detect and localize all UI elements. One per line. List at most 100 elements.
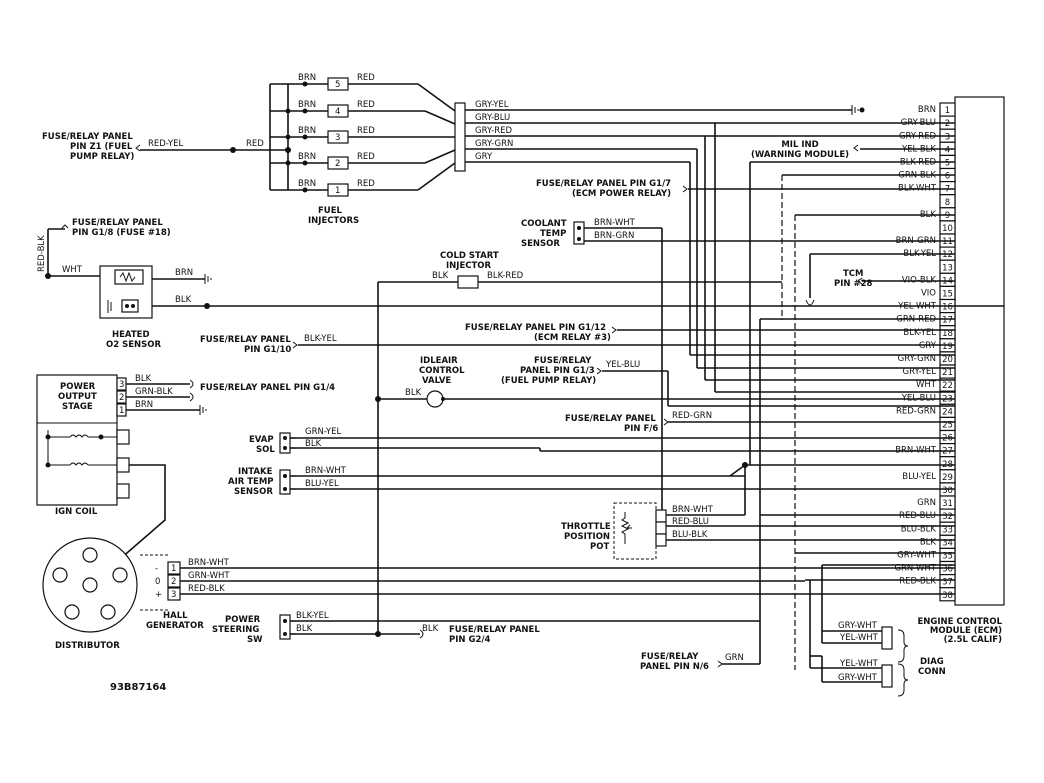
red-wire-label: RED	[246, 139, 264, 149]
tps-blu-blk: BLU-BLK	[672, 530, 708, 540]
ecm-pin-number: 30	[942, 486, 953, 496]
ecm-pin-wire: GRY	[919, 341, 937, 351]
intake-3: SENSOR	[234, 487, 273, 497]
inj4-red: RED	[357, 100, 375, 110]
power-steering: POWER STEERING SW BLK-YEL BLK BLK FUSE/R…	[212, 611, 540, 645]
ign-coil-label: IGN COIL	[55, 507, 98, 517]
ecm-pin-number: 38	[942, 591, 953, 601]
inj-conn-gry-red: GRY-RED	[475, 126, 512, 136]
injector-3: 3	[335, 133, 340, 143]
fuse-z1-label-3: PUMP RELAY)	[70, 152, 134, 162]
fuse-g112-2: (ECM RELAY #3)	[534, 333, 611, 343]
fuse-n6-2: PANEL PIN N/6	[640, 662, 709, 672]
pos-brn: BRN	[135, 400, 153, 410]
fuse-z1-label-1: FUSE/RELAY PANEL	[42, 132, 133, 142]
ps-blk-yel: BLK-YEL	[296, 611, 329, 621]
fuse-z1-label-2: PIN Z1 (FUEL	[70, 142, 133, 152]
coolant-3: SENSOR	[521, 239, 560, 249]
ecm-pin-number: 12	[942, 250, 953, 260]
throttle-1: THROTTLE	[561, 522, 611, 532]
ecm-pin-number: 17	[942, 316, 953, 326]
ecm-pin-wire: BLU-YEL	[902, 472, 936, 482]
pos-1: POWER	[60, 382, 96, 392]
ecm-pin-wire: BLK	[920, 537, 937, 547]
intake-sensor	[279, 469, 291, 495]
ps-1: POWER	[225, 615, 261, 625]
pos-pin-3: 3	[119, 380, 124, 390]
ecm-pin-number: 32	[942, 512, 953, 522]
ecm-title-3: (2.5L CALIF)	[944, 635, 1003, 645]
fuel-injectors: FUSE/RELAY PANEL PIN Z1 (FUEL PUMP RELAY…	[42, 73, 852, 226]
fuse-n6-wire: GRN	[725, 653, 744, 663]
inj4-brn: BRN	[298, 100, 316, 110]
ecm-pin-number: 35	[942, 552, 953, 562]
hall-sign-zero: 0	[155, 577, 160, 587]
fuse-g14: FUSE/RELAY PANEL PIN G1/4	[200, 383, 335, 393]
tps-red-blu: RED-BLU	[672, 517, 709, 527]
hall-pin-2: 2	[171, 577, 176, 587]
diag-gry-wht-1: GRY-WHT	[838, 621, 878, 631]
ecm-pin-number: 5	[945, 159, 950, 169]
evap-grn-yel: GRN-YEL	[305, 427, 341, 437]
cold-start-injector	[457, 275, 479, 289]
hall-red-blk: RED-BLK	[188, 584, 225, 594]
intake-brn-wht: BRN-WHT	[305, 466, 347, 476]
ecm-pin-number: 15	[942, 290, 953, 300]
inj-conn-gry-grn: GRY-GRN	[475, 139, 513, 149]
diag-conn-top	[881, 626, 893, 650]
ecm-pin-number: 3	[945, 132, 950, 142]
distributor-hall: DISTRIBUTOR 1 2 3 - 0 + BRN-WHT GRN-WHT …	[42, 537, 230, 651]
fuse-g13-3: (FUEL PUMP RELAY)	[501, 376, 596, 386]
inj1-red: RED	[357, 179, 375, 189]
ecm-pin-number: 19	[942, 342, 953, 352]
diag-conn-1: DIAG	[920, 657, 944, 667]
ecm-pin-number: 10	[942, 224, 953, 234]
ecm-pin-number: 37	[942, 578, 953, 588]
hall-pin-3: 3	[171, 590, 176, 600]
idle-air-1: IDLEAIR	[420, 356, 458, 366]
idle-air-2: CONTROL	[419, 366, 465, 376]
ecm-pin-number: 25	[942, 421, 953, 431]
red-blk-vertical: RED-BLK	[37, 235, 47, 272]
throttle-pot	[613, 502, 657, 560]
mil-ind-1: MIL IND	[781, 140, 818, 150]
injector-1: 1	[335, 186, 340, 196]
inj2-brn: BRN	[298, 152, 316, 162]
fuel-injectors-1: FUEL	[318, 206, 343, 216]
fuse-g17-2: (ECM POWER RELAY)	[572, 189, 671, 199]
fuse-g110-2: PIN G1/10	[244, 345, 291, 355]
fuse-g24-wire: BLK	[422, 624, 439, 634]
fuse-f6-2: PIN F/6	[624, 424, 658, 434]
ecm-pin-number: 1	[945, 106, 950, 116]
ecm-pin-wire: BLK-YEL	[903, 328, 936, 338]
diag-yel-wht-2: YEL-WHT	[839, 659, 879, 669]
evap-1: EVAP	[249, 435, 274, 445]
power-output-stage	[36, 374, 118, 506]
fuse-g112-1: FUSE/RELAY PANEL PIN G1/12	[465, 323, 606, 333]
fuse-g110-1: FUSE/RELAY PANEL	[200, 335, 291, 345]
diag-yel-wht-1: YEL-WHT	[839, 633, 879, 643]
ecm-pin-wire: GRY-WHT	[897, 551, 937, 561]
injector-4: 4	[335, 107, 340, 117]
coolant-2: TEMP	[540, 229, 566, 239]
ecm-pin-number: 11	[942, 237, 953, 247]
ecm-pin-number: 4	[945, 145, 950, 155]
fuse-g110-wire: BLK-YEL	[304, 334, 337, 344]
inj3-brn: BRN	[298, 126, 316, 136]
pos-pin-1: 1	[119, 406, 124, 416]
injector-connector	[454, 102, 466, 172]
hall-pin-1: 1	[171, 564, 176, 574]
injector-5: 5	[335, 80, 340, 90]
ecm-pin-number: 6	[945, 172, 950, 182]
ecm-title-1: ENGINE CONTROL	[917, 617, 1002, 627]
coolant-connector	[573, 221, 585, 245]
hall-grn-wht: GRN-WHT	[188, 571, 230, 581]
ecm-pin-number: 36	[942, 565, 953, 575]
inj2-red: RED	[357, 152, 375, 162]
ecm-pin-wire: GRN	[917, 498, 936, 508]
ecm-module: 1BRN2GRY-BLU3GRY-RED4YEL-BLK5BLK-RED6GRN…	[894, 96, 1005, 645]
fuse-g18-1: FUSE/RELAY PANEL	[72, 218, 163, 228]
hall-sign-plus: +	[155, 590, 162, 600]
